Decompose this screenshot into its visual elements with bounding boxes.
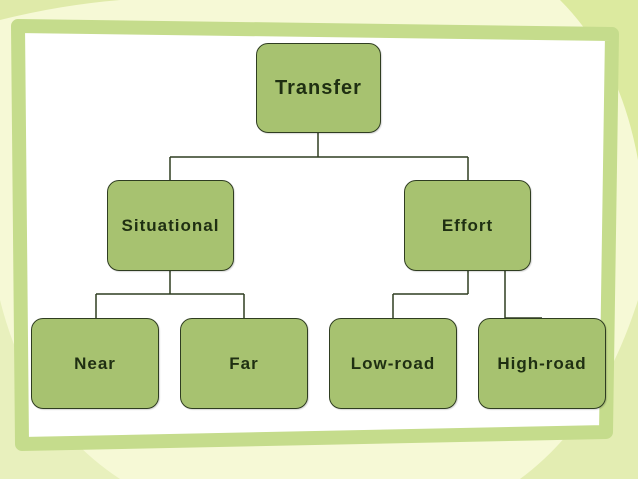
node-far: Far xyxy=(180,318,308,409)
node-low-road: Low-road xyxy=(329,318,457,409)
node-near: Near xyxy=(31,318,159,409)
node-effort: Effort xyxy=(404,180,531,271)
node-situational: Situational xyxy=(107,180,234,271)
decor-swoosh-top-left xyxy=(0,0,120,20)
node-transfer: Transfer xyxy=(256,43,381,133)
node-high-road: High-road xyxy=(478,318,606,409)
